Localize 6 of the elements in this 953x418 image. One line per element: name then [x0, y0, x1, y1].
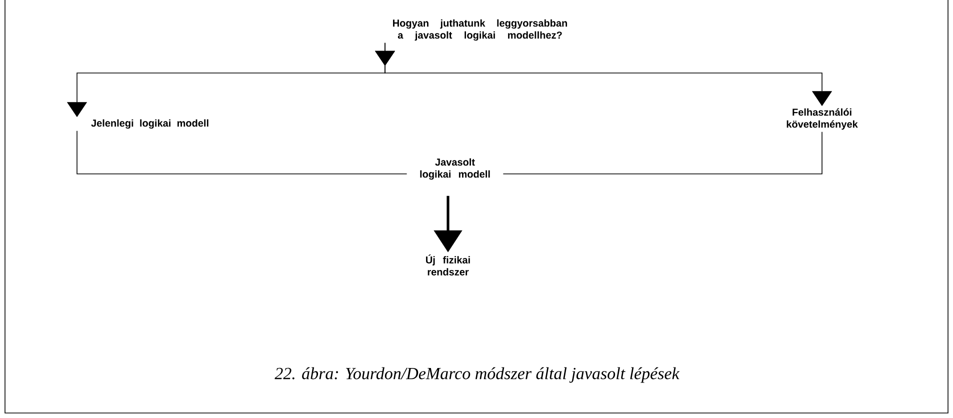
caption: 22. ábra: Yourdon/DeMarco módszer által javasolt lépések	[274, 367, 680, 383]
text-label: Új fizikai rendszer	[426, 254, 470, 276]
text-label: Javasolt logikai modell	[420, 158, 490, 180]
text-label: Jelenlegi logikai modell	[91, 119, 208, 129]
question-text: Hogyan juthatunk leggyorsabban a javasolt logikai modellhez?	[393, 19, 568, 41]
text-label: Felhasználói követelmények	[786, 108, 858, 130]
